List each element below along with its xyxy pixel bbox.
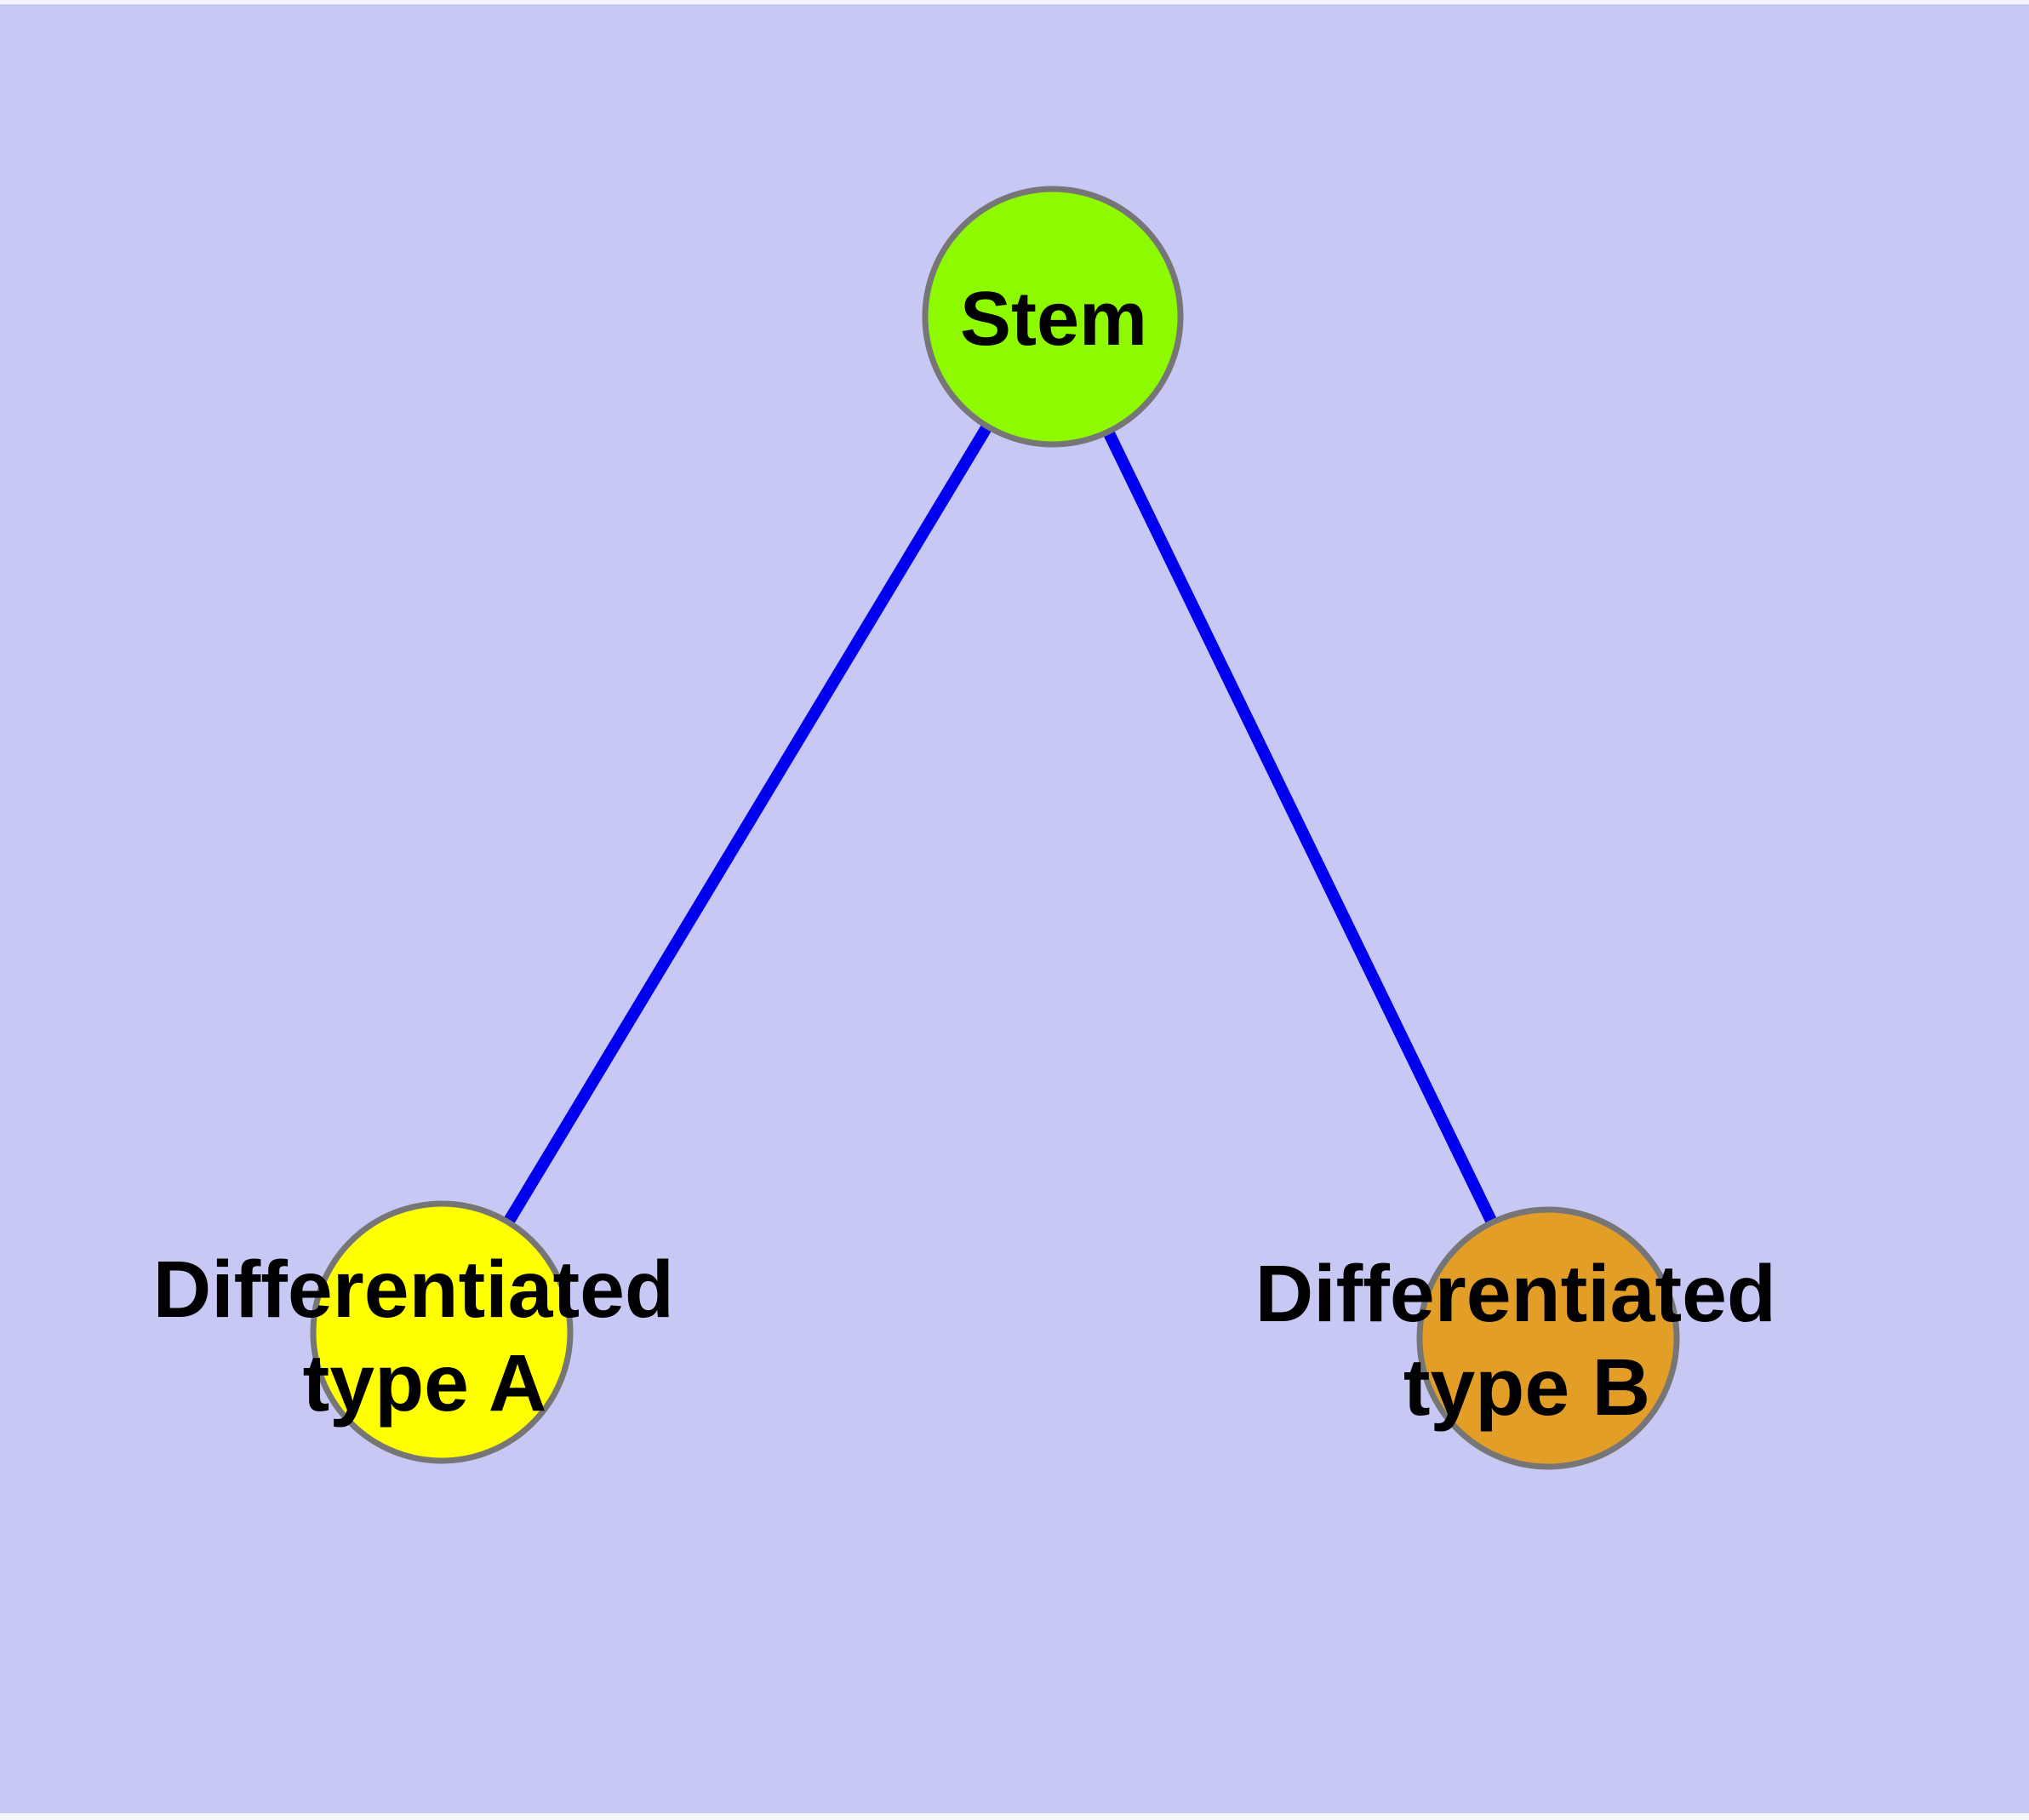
node-stem: Stem	[922, 186, 1184, 448]
node-label-line: type A	[303, 1338, 547, 1428]
node-differentiated-type-b: Differentiated type B	[1255, 1206, 1799, 1470]
node-differentiated-type-a: Differentiated type A	[153, 1200, 697, 1464]
node-differentiated-type-a-circle	[310, 1200, 574, 1464]
page-edge-bottom	[0, 1813, 2029, 1820]
node-label-line: Differentiated	[1255, 1249, 1776, 1339]
node-label-line: type B	[1403, 1342, 1650, 1433]
node-differentiated-type-b-label: Differentiated type B	[1255, 1249, 1799, 1433]
node-differentiated-type-b-circle	[1416, 1206, 1680, 1470]
node-label-line: Differentiated	[153, 1245, 674, 1335]
node-stem-label: Stem	[960, 277, 1147, 362]
page-edge-top	[0, 0, 2029, 4]
edge-stem-to-type-a	[503, 423, 992, 1226]
node-stem-circle	[922, 186, 1184, 448]
edge-stem-to-type-b	[1102, 428, 1498, 1226]
node-differentiated-type-a-label: Differentiated type A	[153, 1245, 697, 1428]
